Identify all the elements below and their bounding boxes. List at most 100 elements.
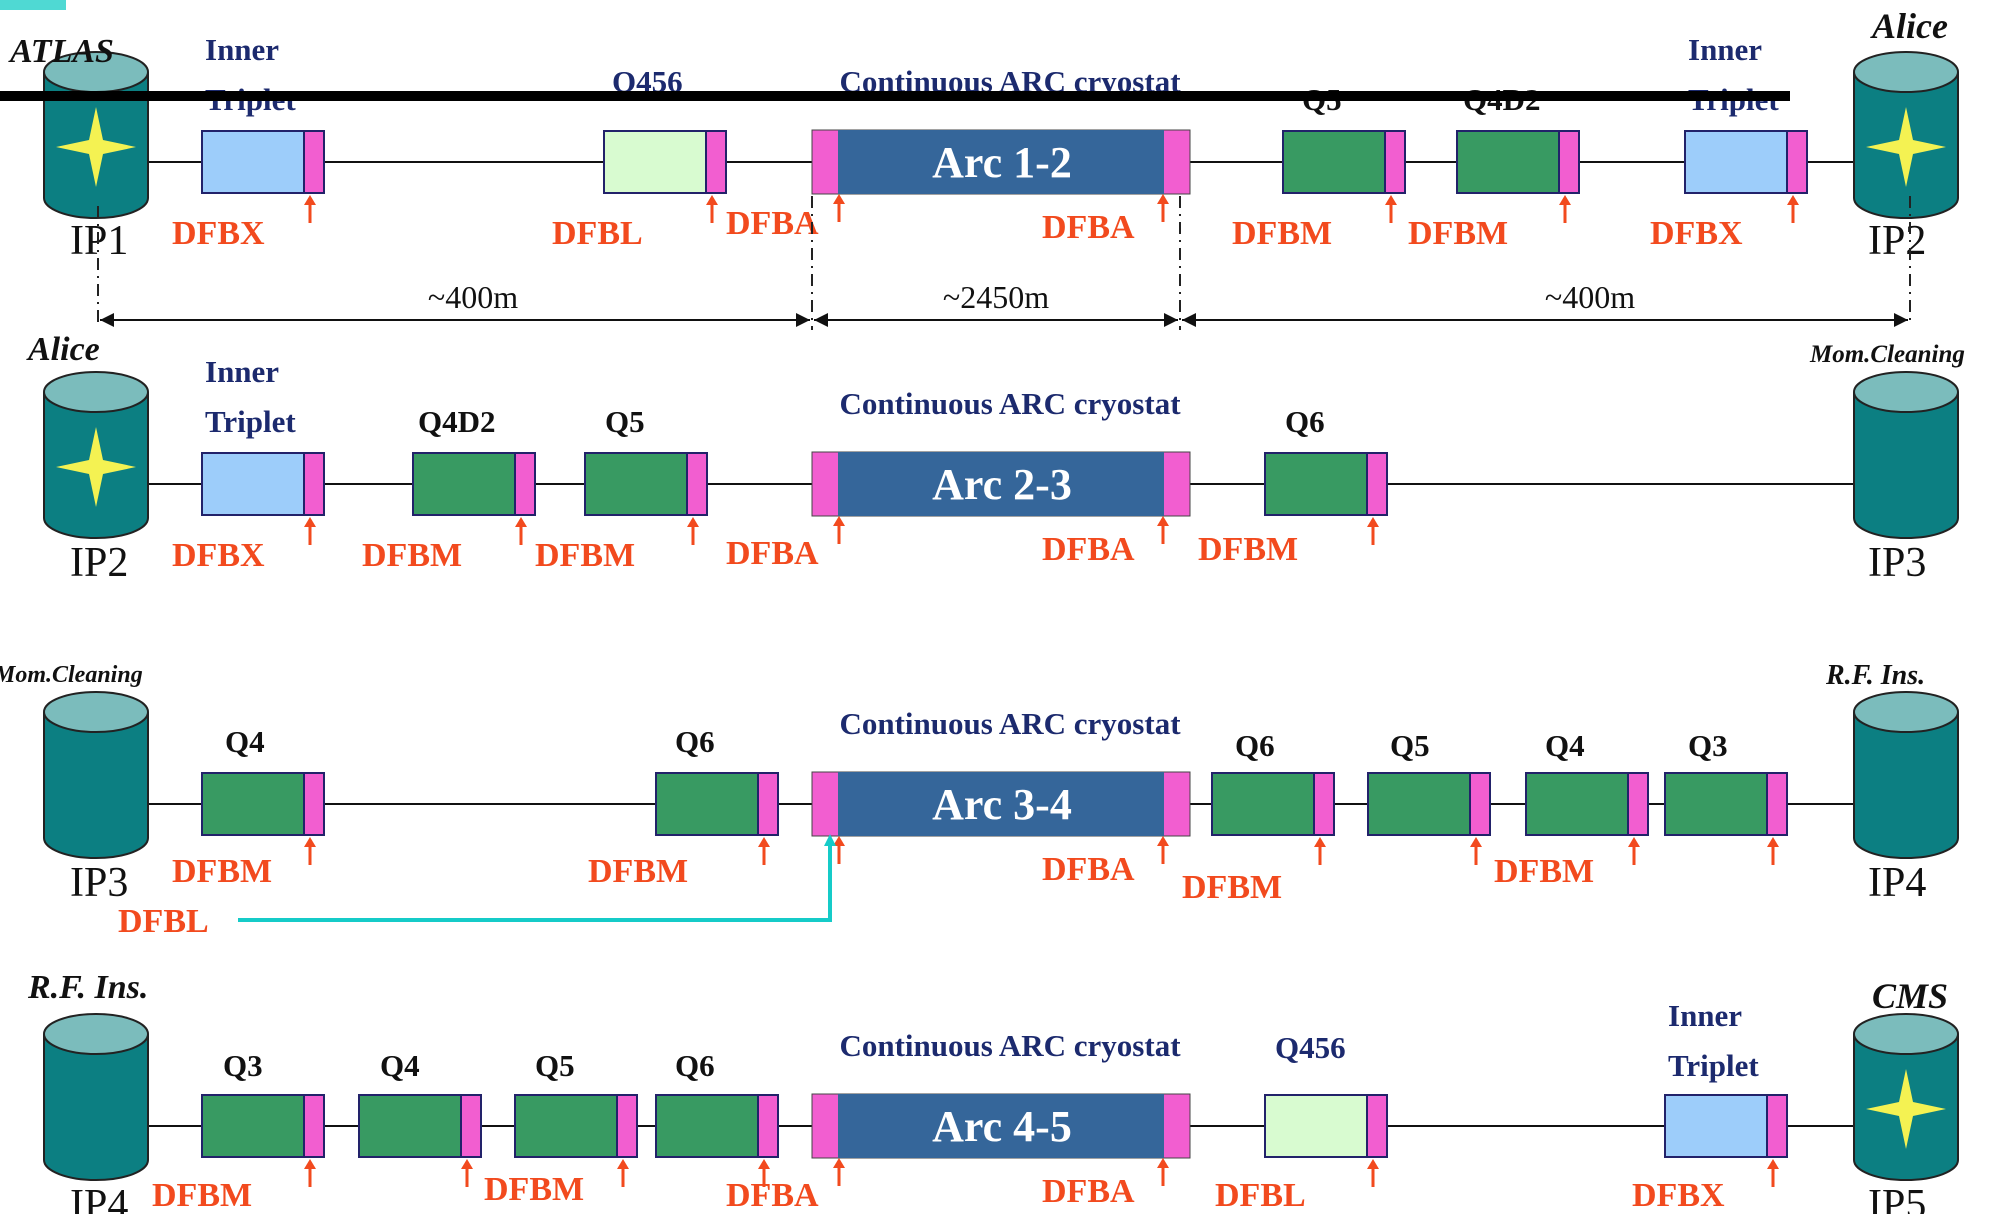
dfb-label: DFBA [1042,1173,1135,1210]
arrow-up-icon [515,517,527,545]
dfb-box [303,130,325,194]
dfb-label: DFBM [362,537,462,574]
magnet-label: Q6 [675,1048,715,1083]
dim-arrowhead [814,313,828,327]
magnet-label: Q456 [1275,1030,1346,1065]
arrow-head [1157,516,1169,526]
arrow-head [1157,194,1169,204]
cylinder-top [1853,371,1959,413]
distance-label: ~2450m [943,279,1049,315]
dfb-label: DFBM [1198,531,1298,568]
magnet-label: Inner [205,32,279,67]
dfb-box [1384,130,1406,194]
arrow-up-icon [304,837,316,865]
arc-label: Arc 2-3 [932,460,1072,509]
dfb-label: DFBM [152,1177,252,1214]
magnet-box [1664,1094,1768,1158]
ip-cylinder-left [43,371,149,539]
dfb-label: DFBA [1042,851,1135,888]
arrow-up-icon [1767,837,1779,865]
distance-label: ~400m [428,279,518,315]
magnet-box [655,772,759,836]
arrow-head [758,837,770,847]
arrow-up-icon [833,194,845,222]
magnet-label: Q4 [380,1048,420,1083]
star-icon [56,107,136,187]
ip-label-left: IP3 [70,860,128,906]
arrow-head [1157,836,1169,846]
magnet-box [1525,772,1629,836]
arrow-head [1787,195,1799,205]
arrow-up-icon [304,517,316,545]
arc-label: Arc 4-5 [932,1102,1072,1151]
arrow-up-icon [1628,837,1640,865]
arrow-head [617,1159,629,1169]
magnet-box [201,1094,305,1158]
corner-accent [0,0,66,10]
dfb-label: DFBM [1494,853,1594,890]
dfbl-link-arrowhead [824,834,836,846]
distance-label: ~400m [1545,279,1635,315]
arrow-head [1385,195,1397,205]
arrow-up-icon [1157,194,1169,222]
magnet-label: Q5 [535,1048,575,1083]
arrow-up-icon [1367,1159,1379,1187]
dim-arrowhead [100,313,114,327]
dfb-box [705,130,727,194]
magnet-box [603,130,707,194]
magnet-label: Q4 [225,724,265,759]
dfb-box [303,772,325,836]
dfb-box [1627,772,1649,836]
magnet-box [514,1094,618,1158]
arrow-head [1157,1158,1169,1168]
ip-cylinder-right [1853,371,1959,539]
arc-title: Continuous ARC cryostat [839,386,1181,421]
arrow-up-icon [687,517,699,545]
dfb-box [303,1094,325,1158]
ip-label-right: IP4 [1868,860,1926,906]
ip-label-left: IP4 [70,1182,128,1214]
magnet-box [655,1094,759,1158]
arrow-up-icon [833,836,845,864]
site-label-left: Alice [26,331,100,368]
arrow-head [1367,1159,1379,1169]
dfb-label: DFBM [1232,215,1332,252]
magnet-label: Q4 [1545,728,1585,763]
arrow-head [706,195,718,205]
dfb-label: DFBA [726,535,819,572]
arrow-head [304,837,316,847]
cylinder-top [43,691,149,733]
arrow-up-icon [758,1159,770,1187]
arrow-up-icon [1385,195,1397,223]
magnet-label: Inner [1688,32,1762,67]
ip-label-left: IP1 [70,218,128,264]
dfb-box [1366,452,1388,516]
dfb-box [460,1094,482,1158]
dfb-box [1313,772,1335,836]
dfb-box [616,1094,638,1158]
magnet-label: Triplet [1668,1048,1759,1083]
arrow-head [758,1159,770,1169]
dfb-label: DFBM [1408,215,1508,252]
arrow-head [833,516,845,526]
cylinder-top [1853,51,1959,93]
arrow-up-icon [1470,837,1482,865]
ip-cylinder-left [43,51,149,219]
dfb-label: DFBA [1042,531,1135,568]
magnet-box [1456,130,1560,194]
magnet-box [1211,772,1315,836]
dfb-label: DFBM [484,1171,584,1208]
star-icon [56,427,136,507]
site-label-left: R.F. Ins. [27,969,148,1006]
magnet-label: Inner [1668,998,1742,1033]
dfb-box [1766,772,1788,836]
arrow-up-icon [758,837,770,865]
arrow-head [304,195,316,205]
dfb-label: DFBA [726,1177,819,1214]
arrow-head [304,517,316,527]
arrow-head [515,517,527,527]
arrow-up-icon [1157,836,1169,864]
ip-cylinder-left [43,691,149,859]
arrow-up-icon [1559,195,1571,223]
